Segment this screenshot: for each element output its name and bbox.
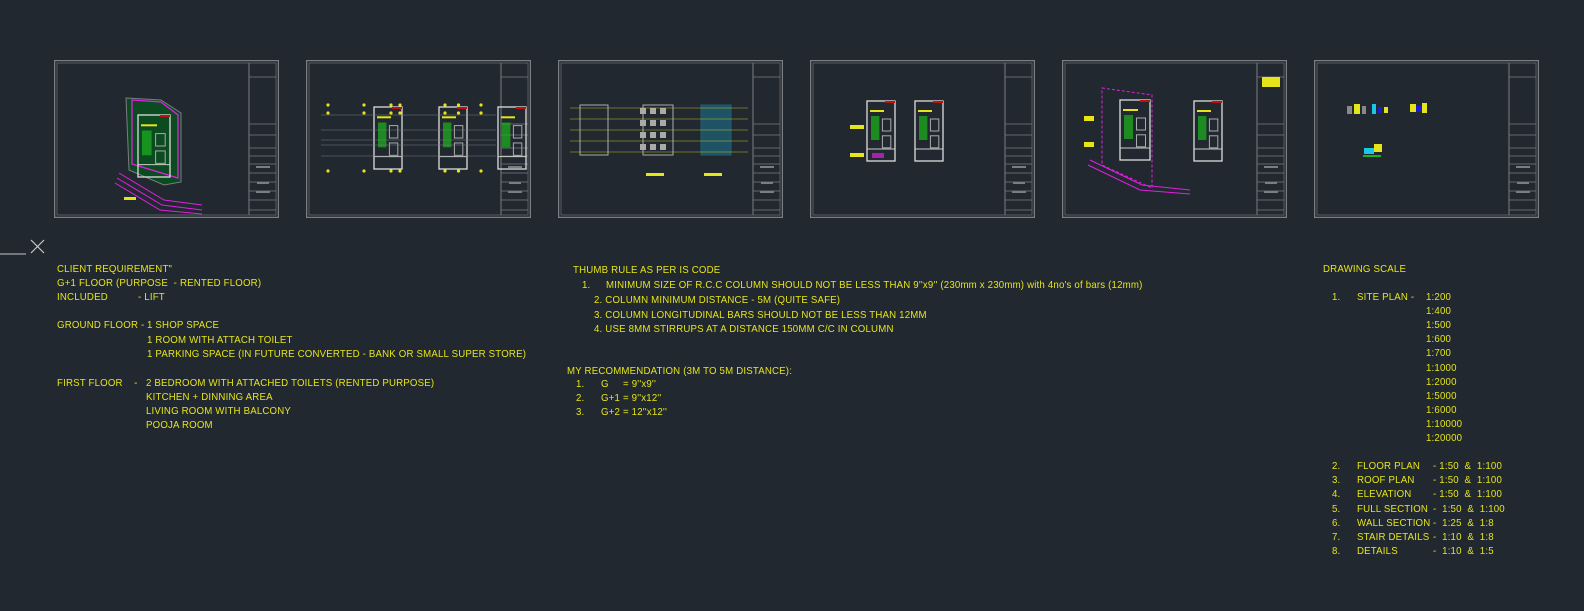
scale-item-label: ROOF PLAN [1357,474,1415,487]
sheet-drawing [558,60,783,218]
sheet-drawing [1314,60,1539,218]
thumb-rule-title: THUMB RULE AS PER IS CODE [573,264,721,276]
drawing-sheet-site-plan[interactable] [54,60,279,218]
thumb-rule-item: 4. USE 8MM STIRRUPS AT A DISTANCE 150MM … [594,323,894,335]
site-plan-scale: 1:500 [1426,319,1452,332]
site-plan-scale: 1:20000 [1426,432,1463,444]
recommendation-title: MY RECOMMENDATION (3M TO 5M DISTANCE): [567,365,793,377]
scale-item-value: - 1:50 & 1:100 [1433,474,1502,487]
thumb-rule-item: MINIMUM SIZE OF R.C.C COLUMN SHOULD NOT … [606,279,1143,291]
included-value: - LIFT [138,291,165,303]
site-plan-scale: 1:2000 [1426,375,1457,388]
recommendation-item: G+2 = 12''x12'' [601,406,667,418]
ucs-crosshair-icon [0,239,45,255]
included-label: INCLUDED [57,291,108,303]
site-plan-scale: 1:200 [1426,291,1452,303]
drawing-sheet-details[interactable] [1314,60,1539,218]
sheet-drawing [54,60,279,218]
first-floor-item: 2 BEDROOM WITH ATTACHED TOILETS (RENTED … [146,377,435,389]
sheet-drawing [1062,60,1287,218]
first-floor-item: KITCHEN + DINNING AREA [146,391,273,403]
drawing-sheet-column-layout[interactable] [558,60,783,218]
first-floor-item: LIVING ROOM WITH BALCONY [146,405,292,417]
drawing-sheet-floor-plans[interactable] [306,60,531,218]
drawing-sheet-plan-with-callouts[interactable] [810,60,1035,218]
thumb-rule-number: 1. [582,279,591,291]
thumb-rule-item: 3. COLUMN LONGITUDINAL BARS SHOULD NOT B… [594,309,927,321]
scale-item-value: - 1:25 & 1:8 [1433,516,1494,529]
sheet-drawing [810,60,1035,218]
scale-number: 4. [1332,488,1341,501]
scale-number: 5. [1332,502,1341,515]
thumb-rule-item: 2. COLUMN MINIMUM DISTANCE - 5M (QUITE S… [594,294,841,306]
first-floor-label: FIRST FLOOR - [57,377,138,389]
drawing-scale-title: DRAWING SCALE [1323,263,1407,275]
scale-number: 3. [1332,474,1341,487]
site-plan-scale: 1:1000 [1426,361,1457,374]
client-requirement-line: G+1 FLOOR (PURPOSE - RENTED FLOOR) [57,277,262,289]
site-plan-scale: 1:10000 [1426,417,1463,430]
scale-number: 8. [1332,545,1341,558]
site-plan-scale: 1:6000 [1426,403,1457,416]
scale-item-label: FULL SECTION [1357,502,1429,515]
scale-item-value: - 1:50 & 1:100 [1433,460,1502,472]
client-requirement-title: CLIENT REQUIREMENT" [57,263,173,275]
recommendation-item: G+1 = 9''x12'' [601,392,662,404]
scale-number: 2. [1332,460,1341,472]
site-plan-label: SITE PLAN - [1357,291,1415,303]
scale-item-label: WALL SECTION [1357,516,1431,529]
site-plan-scale: 1:700 [1426,347,1452,360]
site-plan-scale: 1:400 [1426,305,1452,318]
scale-item-label: ELEVATION [1357,488,1412,501]
sheet-drawing [306,60,531,218]
scale-item-value: - 1:50 & 1:100 [1433,488,1502,501]
recommendation-item: G = 9''x9'' [601,378,656,390]
site-plan-scale: 1:600 [1426,333,1452,346]
scale-item-value: - 1:10 & 1:5 [1433,545,1494,558]
scale-item-label: DETAILS [1357,545,1398,558]
scale-item-label: FLOOR PLAN [1357,460,1421,472]
scale-item-value: - 1:10 & 1:8 [1433,531,1494,543]
scale-number: 6. [1332,516,1341,529]
site-plan-scale: 1:5000 [1426,389,1457,402]
first-floor-item: POOJA ROOM [146,419,213,431]
ground-floor-item: 1 SHOP SPACE [147,319,220,331]
recommendation-number: 2. [576,392,585,404]
scale-item-value: - 1:50 & 1:100 [1433,502,1505,515]
scale-number: 7. [1332,531,1341,543]
ground-floor-item: 1 ROOM WITH ATTACH TOILET [147,334,293,346]
recommendation-number: 3. [576,406,585,418]
drawing-sheet-site-and-floor-plan[interactable] [1062,60,1287,218]
ground-floor-item: 1 PARKING SPACE (IN FUTURE CONVERTED - B… [147,348,527,360]
scale-item-label: STAIR DETAILS [1357,531,1430,543]
recommendation-number: 1. [576,378,585,390]
scale-number: 1. [1332,291,1341,303]
ground-floor-label: GROUND FLOOR - [57,319,145,331]
